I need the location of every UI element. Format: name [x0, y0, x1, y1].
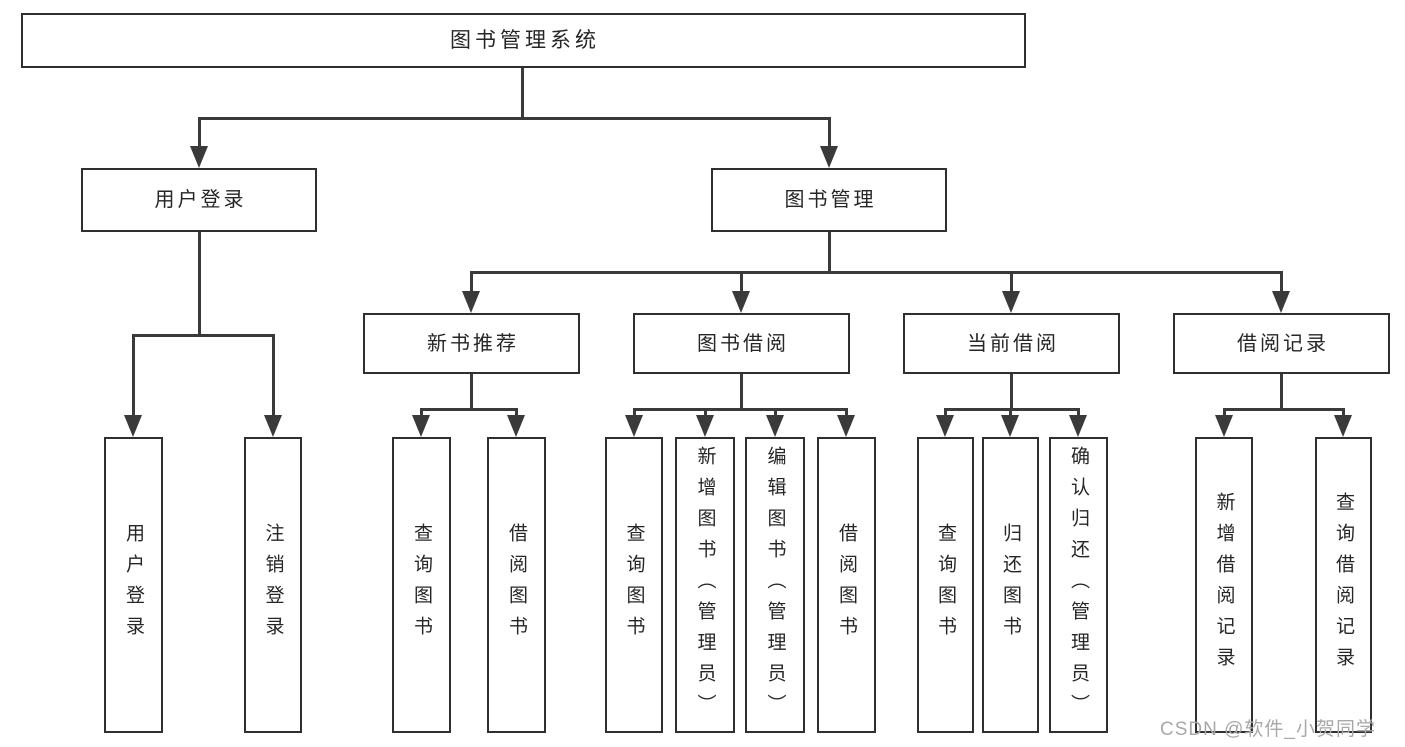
node-current-borrowing: 当前借阅	[903, 313, 1120, 374]
node-root: 图书管理系统	[21, 13, 1026, 68]
arrow-down-icon	[264, 415, 282, 437]
arrow-down-icon	[936, 415, 954, 437]
connector-line	[470, 372, 473, 410]
node-borrowing-records: 借阅记录	[1173, 313, 1390, 374]
arrow-down-icon	[837, 415, 855, 437]
watermark: CSDN @软件_小贺同学	[1160, 719, 1376, 740]
node-label: 图书管理	[784, 189, 877, 211]
leaf-label: 查询借阅记录	[1333, 492, 1354, 678]
connector-line	[198, 230, 201, 336]
arrow-down-icon	[412, 415, 430, 437]
node-user-login: 用户登录	[81, 168, 317, 232]
connector-line	[944, 408, 947, 417]
node-label: 图书借阅	[697, 332, 789, 355]
leaf-return-books: 归还图书	[982, 437, 1039, 733]
arrow-down-icon	[1334, 415, 1352, 437]
connector-line	[774, 408, 777, 417]
leaf-user-login: 用户登录	[104, 437, 163, 733]
connector-line	[633, 408, 847, 411]
connector-line	[420, 408, 518, 411]
arrow-down-icon	[124, 415, 142, 437]
leaf-label: 新增图书（管理员）	[694, 445, 716, 725]
connector-line	[1223, 408, 1345, 411]
node-label: 当前借阅	[967, 332, 1059, 355]
leaf-label: 借阅图书	[836, 523, 857, 647]
leaf-label: 新增借阅记录	[1213, 492, 1235, 678]
connector-line	[272, 334, 275, 415]
node-label: 用户登录	[154, 189, 247, 211]
connector-line	[740, 372, 743, 410]
connector-line	[845, 408, 848, 417]
connector-line	[633, 408, 636, 417]
leaf-label: 查询图书	[623, 523, 645, 647]
connector-line	[132, 334, 135, 415]
arrow-down-icon	[732, 291, 750, 313]
connector-line	[132, 334, 275, 337]
arrow-down-icon	[625, 415, 643, 437]
leaf-label: 借阅图书	[506, 523, 527, 647]
connector-line	[1010, 372, 1013, 410]
arrow-down-icon	[696, 415, 714, 437]
node-new-book-recommendation: 新书推荐	[363, 313, 580, 374]
connector-line	[198, 117, 201, 148]
arrow-down-icon	[766, 415, 784, 437]
arrow-down-icon	[1001, 415, 1019, 437]
arrow-down-icon	[1069, 415, 1087, 437]
node-book-management: 图书管理	[711, 168, 947, 232]
leaf-label: 编辑图书（管理员）	[764, 445, 786, 725]
connector-line	[944, 408, 1080, 411]
arrow-down-icon	[1215, 415, 1233, 437]
connector-line	[740, 272, 743, 293]
node-label: 图书管理系统	[450, 28, 600, 52]
connector-line	[198, 117, 831, 120]
leaf-label: 注销登录	[262, 523, 284, 647]
leaf-query-books-recommend: 查询图书	[392, 437, 451, 733]
arrow-down-icon	[1272, 291, 1290, 313]
connector-line	[704, 408, 707, 417]
connector-line	[1010, 272, 1013, 293]
leaf-logout: 注销登录	[244, 437, 302, 733]
leaf-edit-book-admin: 编辑图书（管理员）	[745, 437, 805, 733]
connector-line	[470, 271, 1283, 274]
connector-line	[515, 408, 518, 417]
connector-line	[1280, 372, 1283, 410]
connector-line	[1009, 408, 1012, 417]
node-label: 新书推荐	[427, 332, 519, 355]
leaf-confirm-return-admin: 确认归还（管理员）	[1049, 437, 1108, 733]
node-book-borrowing: 图书借阅	[633, 313, 850, 374]
arrow-down-icon	[190, 146, 208, 168]
connector-line	[420, 408, 423, 417]
leaf-query-borrow-record: 查询借阅记录	[1315, 437, 1372, 733]
leaf-label: 用户登录	[123, 523, 144, 647]
leaf-query-books-current: 查询图书	[917, 437, 974, 733]
leaf-label: 查询图书	[935, 523, 956, 647]
leaf-label: 查询图书	[411, 523, 432, 647]
leaf-label: 确认归还（管理员）	[1068, 445, 1089, 725]
leaf-query-books-borrowing: 查询图书	[605, 437, 663, 733]
leaf-borrow-books-borrowing: 借阅图书	[817, 437, 876, 733]
connector-line	[1077, 408, 1080, 417]
connector-line	[1280, 272, 1283, 293]
node-label: 借阅记录	[1237, 332, 1329, 355]
leaf-add-book-admin: 新增图书（管理员）	[675, 437, 735, 733]
connector-line	[1342, 408, 1345, 417]
arrow-down-icon	[820, 146, 838, 168]
connector-line	[470, 272, 473, 293]
connector-line	[828, 117, 831, 148]
leaf-add-borrow-record: 新增借阅记录	[1195, 437, 1253, 733]
leaf-borrow-books-recommend: 借阅图书	[487, 437, 546, 733]
leaf-label: 归还图书	[1000, 523, 1021, 647]
connector-line	[828, 230, 831, 274]
arrow-down-icon	[462, 291, 480, 313]
arrow-down-icon	[1002, 291, 1020, 313]
connector-line	[1223, 408, 1226, 417]
arrow-down-icon	[507, 415, 525, 437]
connector-line	[521, 66, 524, 119]
